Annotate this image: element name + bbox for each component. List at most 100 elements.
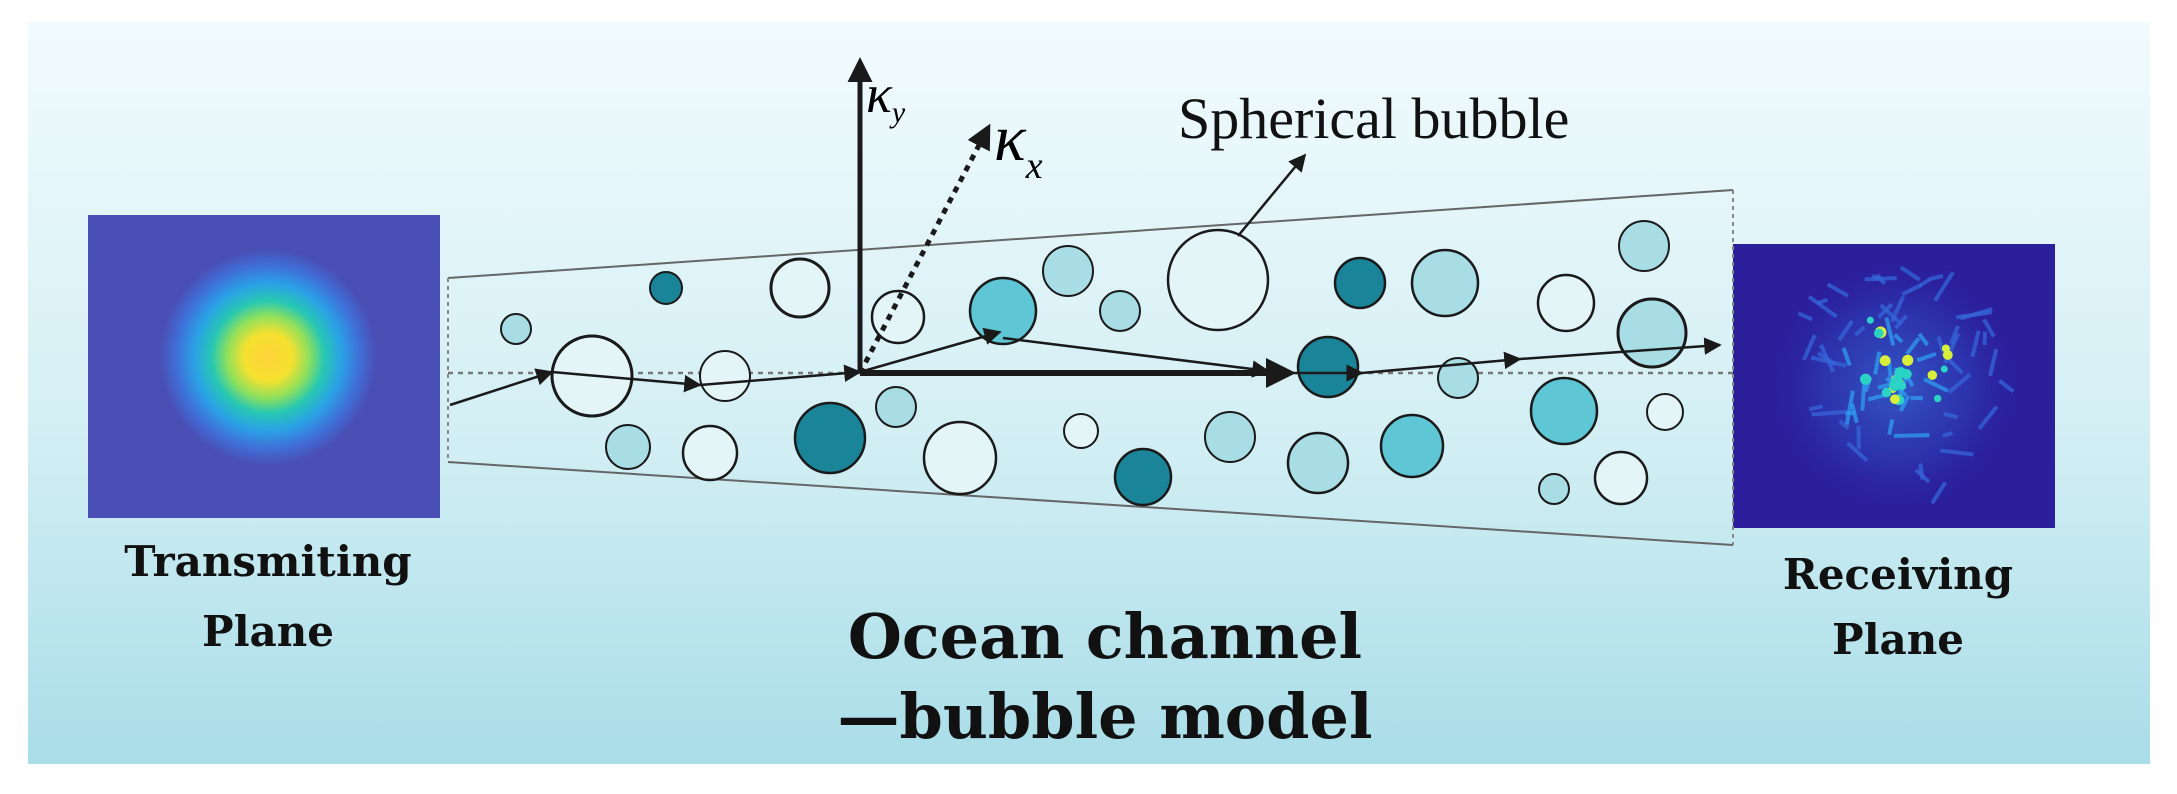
speckle-streak bbox=[1982, 318, 1996, 338]
bubble bbox=[1333, 256, 1387, 310]
speckle-dot bbox=[1934, 394, 1942, 403]
speckle-streak bbox=[1894, 314, 1908, 330]
bubble bbox=[1296, 335, 1360, 399]
bubble bbox=[769, 257, 831, 319]
speckle-streak bbox=[1928, 273, 1944, 282]
speckle-streak bbox=[1905, 337, 1921, 356]
ray-segment bbox=[551, 370, 702, 393]
speckle-streak bbox=[1918, 463, 1925, 480]
ray-segment bbox=[1519, 337, 1722, 361]
bubble bbox=[1618, 220, 1670, 272]
speckle-streak bbox=[1917, 332, 1930, 347]
speckle-streak bbox=[1910, 395, 1923, 401]
speckle-streak bbox=[1856, 425, 1861, 449]
bubble bbox=[875, 386, 917, 428]
transmitting-plane-label-line1: Transmiting bbox=[124, 537, 411, 586]
speckle-streak bbox=[1943, 411, 1958, 420]
bubble bbox=[1646, 393, 1684, 431]
speckle-streak bbox=[1809, 404, 1824, 412]
bubble bbox=[649, 271, 683, 305]
speckle-streak bbox=[1901, 283, 1923, 297]
ray-segment bbox=[699, 364, 862, 387]
diagram-title-line1: Ocean channel bbox=[848, 600, 1362, 673]
speckle-streak bbox=[1893, 433, 1930, 438]
bubble bbox=[1204, 411, 1256, 463]
speckle-streak bbox=[1802, 334, 1817, 361]
speckle-dot bbox=[1941, 344, 1950, 353]
speckle-streak bbox=[1879, 303, 1903, 326]
speckle-streak bbox=[1877, 382, 1891, 390]
speckle-pattern-icon bbox=[1797, 265, 2015, 505]
transmitting-plane-label-line2: Plane bbox=[202, 607, 334, 656]
speckle-streak bbox=[1819, 344, 1836, 373]
axis-ky-subscript: y bbox=[889, 96, 906, 129]
bubble bbox=[1529, 376, 1599, 446]
receiving-plane-label-line1: Receiving bbox=[1783, 550, 2013, 599]
speckle-streak bbox=[1844, 390, 1855, 426]
ray-segment bbox=[449, 368, 554, 407]
speckle-streak bbox=[1988, 348, 1999, 377]
channel-upper-boundary bbox=[447, 189, 1734, 279]
speckle-streak bbox=[1826, 282, 1849, 298]
bubble bbox=[1379, 413, 1445, 479]
speckle-streak bbox=[1942, 431, 1953, 438]
bubble bbox=[699, 350, 751, 402]
speckle-streak bbox=[1955, 310, 1992, 320]
speckle-streak bbox=[1977, 405, 1999, 430]
bubble bbox=[1063, 413, 1099, 449]
speckle-streak bbox=[1846, 441, 1869, 463]
speckle-streak bbox=[1893, 333, 1904, 344]
speckle-streak bbox=[1867, 393, 1885, 402]
speckle-streak bbox=[1887, 419, 1895, 435]
bubble bbox=[1616, 297, 1688, 369]
transmitting-plane-image bbox=[88, 215, 440, 518]
speckle-streak bbox=[1841, 347, 1852, 367]
speckle-streak bbox=[1930, 481, 1947, 505]
ray-segment bbox=[1002, 336, 1270, 378]
spherical-bubble-label: Spherical bubble bbox=[1178, 86, 1569, 151]
speckle-streak bbox=[1947, 373, 1972, 394]
speckle-dot bbox=[1866, 316, 1874, 324]
diagram-title-line2: —bubble model bbox=[837, 680, 1372, 753]
axis-kx-symbol: κ bbox=[994, 102, 1027, 175]
speckle-streak bbox=[1933, 271, 1955, 302]
speckle-streak bbox=[1898, 394, 1911, 412]
speckle-dot bbox=[1902, 354, 1914, 366]
speckle-dot bbox=[1890, 394, 1900, 405]
bubble-field bbox=[500, 220, 1688, 507]
speckle-streak bbox=[1918, 277, 1932, 288]
speckle-streak bbox=[1854, 325, 1866, 337]
speckle-streak bbox=[1970, 330, 1981, 358]
gaussian-beam-spot-icon bbox=[160, 249, 376, 465]
speckle-streak bbox=[1810, 355, 1847, 368]
bubble bbox=[1593, 450, 1649, 506]
speckle-streak bbox=[1873, 351, 1882, 375]
bubble bbox=[1166, 228, 1270, 332]
axis-kx-line bbox=[857, 123, 991, 375]
bubble bbox=[1437, 357, 1479, 399]
bubble bbox=[605, 424, 651, 470]
ray-segment bbox=[1361, 351, 1522, 375]
bubble bbox=[968, 276, 1038, 346]
speckle-streak bbox=[1949, 325, 1960, 345]
speckle-dot bbox=[1873, 328, 1884, 339]
speckle-streak bbox=[1884, 316, 1896, 346]
speckle-streak bbox=[1807, 295, 1838, 319]
speckle-streak bbox=[1837, 319, 1854, 342]
bubble bbox=[681, 424, 739, 482]
spherical-bubble-pointer bbox=[1237, 153, 1307, 237]
bubble bbox=[1099, 290, 1141, 332]
speckle-streak bbox=[1838, 419, 1850, 430]
axis-kx-label: κx bbox=[994, 102, 1043, 187]
bubble bbox=[922, 420, 998, 496]
bubble bbox=[1042, 245, 1094, 297]
receiving-plane-image bbox=[1733, 244, 2055, 528]
channel-lower-boundary bbox=[447, 461, 1734, 546]
ray-segment bbox=[859, 327, 1002, 374]
bubble bbox=[500, 313, 532, 345]
speckle-streak bbox=[1923, 377, 1949, 393]
speckle-dot bbox=[1942, 350, 1953, 360]
bubble bbox=[870, 289, 926, 345]
speckle-streak bbox=[1916, 352, 1937, 363]
bubble bbox=[793, 401, 867, 475]
